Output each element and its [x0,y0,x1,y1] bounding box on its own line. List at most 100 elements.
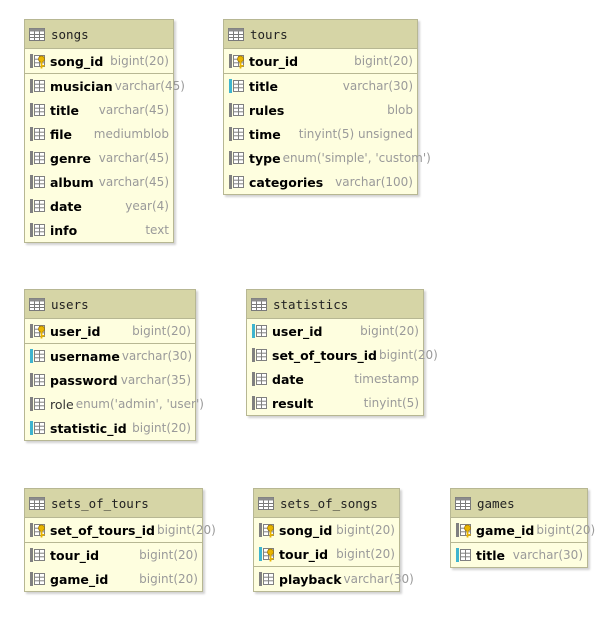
column-name: categories [249,174,324,190]
column-name: song_id [50,53,104,69]
column-type: varchar(45) [98,103,169,117]
column-row[interactable]: result tinyint(5) [247,391,423,415]
column-icon [30,151,45,165]
column-icon [30,103,45,117]
table-icon [455,496,477,510]
column-name: game_id [476,522,535,538]
column-icon [30,223,45,237]
column-type: bigint(20) [132,421,191,435]
column-name: time [249,126,281,142]
table-header[interactable]: tours [224,20,417,49]
column-name: info [50,222,78,238]
foreign-key-column-icon [252,324,267,338]
foreign-primary-key-icon [259,547,274,562]
table-header[interactable]: statistics [247,290,423,319]
column-type: timestamp [354,372,419,386]
primary-key-icon [259,523,274,538]
column-icon [229,127,244,141]
column-type: varchar(30) [121,349,193,363]
column-row[interactable]: album varchar(45) [25,170,173,194]
table-title: sets_of_songs [280,495,378,511]
column-type: bigint(20) [536,523,596,537]
column-type: tinyint(5) [363,396,419,410]
column-type: varchar(30) [343,572,414,586]
table-title: games [477,495,515,511]
column-icon [30,127,45,141]
table-header[interactable]: sets_of_tours [25,489,202,518]
column-row[interactable]: tour_id bigint(20) [254,542,399,566]
column-icon [30,199,45,213]
column-name: result [272,395,314,411]
column-name: set_of_tours_id [272,347,377,363]
column-row[interactable]: tour_id bigint(20) [25,543,202,567]
column-icon [259,572,274,586]
column-icon [229,151,244,165]
table-title: sets_of_tours [51,495,149,511]
column-type: blob [387,103,413,117]
column-type: varchar(45) [98,151,169,165]
table-title: statistics [273,296,349,312]
column-name: album [50,174,94,190]
column-type: bigint(20) [139,548,198,562]
column-name: playback [279,571,342,587]
table-header[interactable]: users [25,290,195,319]
foreign-key-column-icon [456,548,471,562]
column-name: date [50,198,82,214]
column-type: varchar(30) [342,79,413,93]
table-header[interactable]: songs [25,20,173,49]
column-name: song_id [279,522,333,538]
column-type: varchar(45) [98,175,169,189]
table-header[interactable]: sets_of_songs [254,489,399,518]
column-icon [30,548,45,562]
column-type: bigint(20) [336,547,395,561]
table-icon [258,496,280,510]
primary-key-icon [456,523,471,538]
foreign-key-column-icon [30,349,45,363]
column-name: file [50,126,73,142]
column-name: tour_id [50,547,100,563]
column-name: tour_id [279,546,329,562]
table-header[interactable]: games [451,489,587,518]
